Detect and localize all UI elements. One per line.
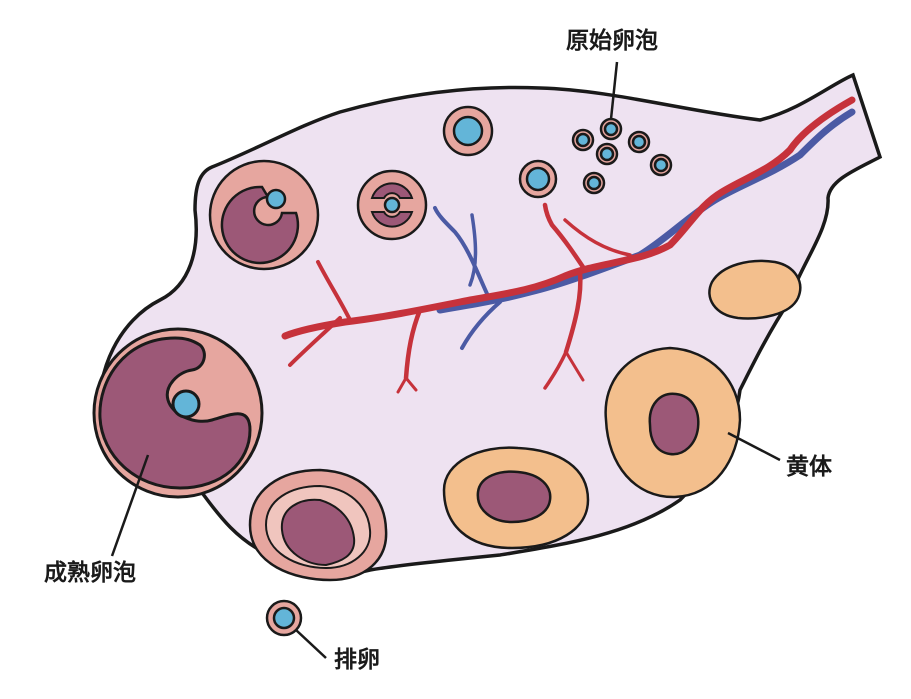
secondary-follicle: [356, 169, 428, 241]
leader-mature: [110, 454, 150, 557]
primary-follicles: [442, 105, 558, 199]
label-mature-follicle: 成熟卵泡: [44, 560, 136, 586]
vein: [433, 108, 856, 350]
primordial-follicles: [571, 117, 673, 195]
corpus-luteum-large: [604, 346, 742, 499]
leader-primordial: [609, 61, 619, 120]
label-ovulation: 排卵: [334, 647, 380, 673]
leader-corpus-luteum: [727, 431, 781, 462]
label-primordial-follicle: 原始卵泡: [566, 28, 658, 54]
antral-follicle: [208, 159, 320, 271]
leader-lines: [110, 61, 781, 659]
corpus-luteum-medium: [442, 446, 590, 550]
corpus-luteum-small: [708, 259, 802, 320]
leader-ovulation: [295, 629, 327, 659]
ovulated-oocyte: [265, 599, 303, 637]
ruptured-follicle: [248, 468, 388, 582]
label-corpus-luteum: 黄体: [786, 454, 832, 480]
mature-follicle: [92, 327, 264, 499]
artery: [281, 96, 856, 394]
